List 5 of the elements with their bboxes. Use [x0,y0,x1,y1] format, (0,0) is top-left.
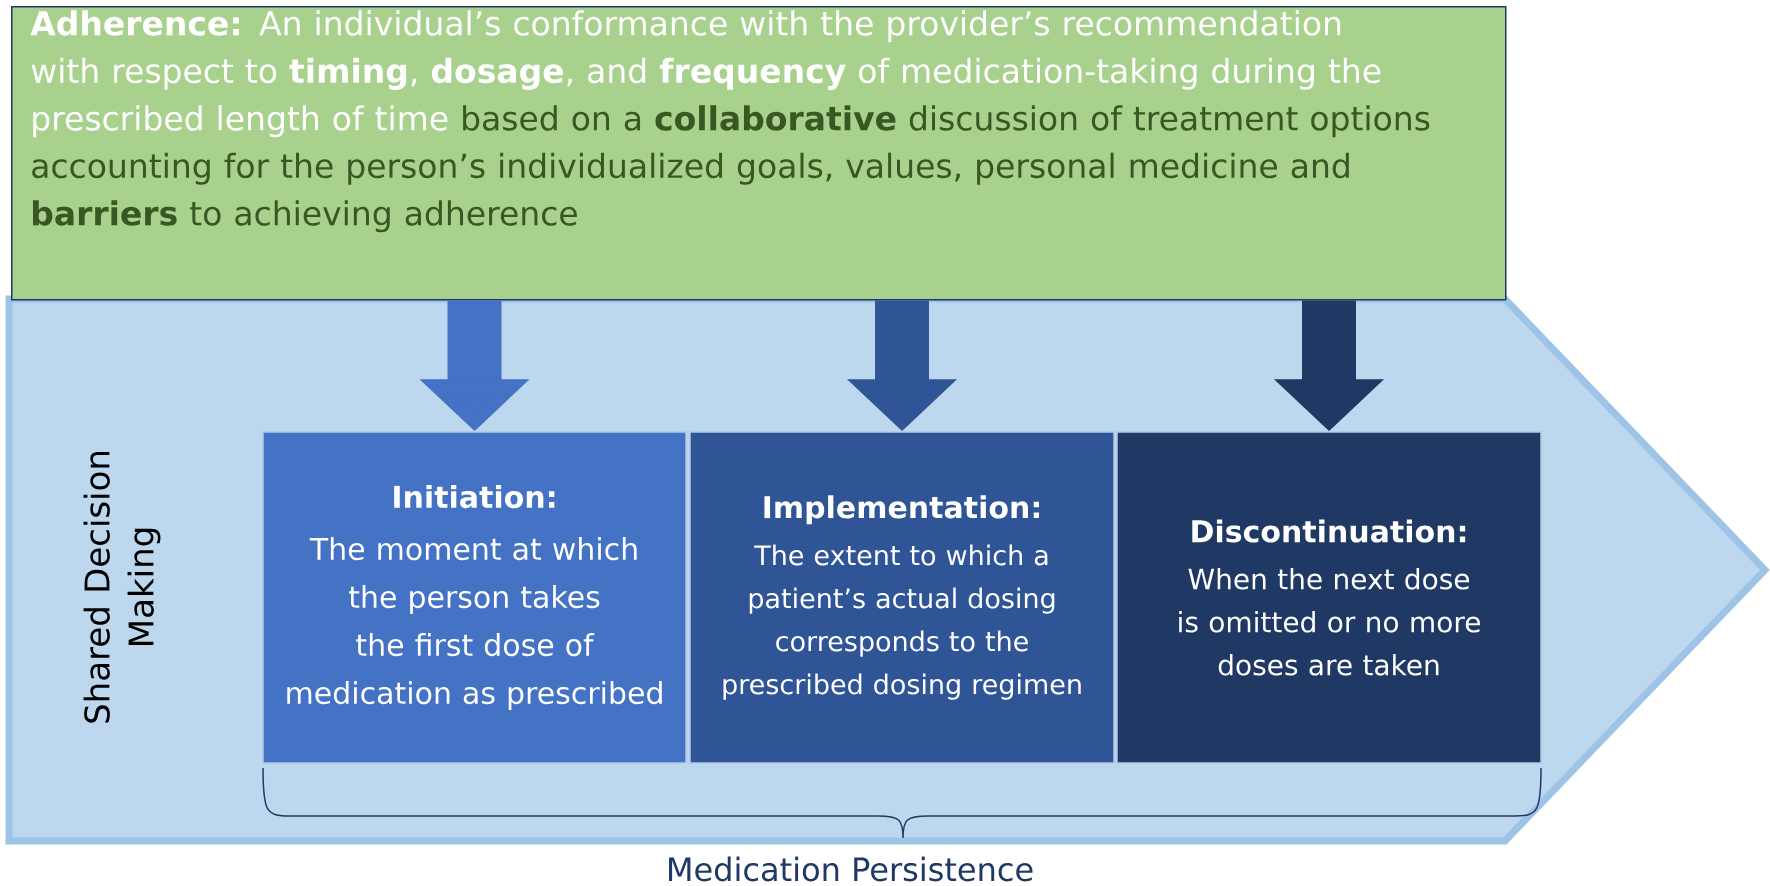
phase-box: Implementation: The extent to which a patient’s actual dosing corresponds to the prescribed dosing regimen [689,431,1115,764]
definition-box: Adherence: An individual’s conformance with the provider’s recommendation with respect to timing, dosage, and frequency of medication-taking during the prescribed length of time based on a collaborative discussion of treatment options accounting for the person’s individualized goals, values, personal medicine and barriers to achieving adherence [11,6,1507,301]
phase-box: Initiation: The moment at which the person takes the first dose of medication as prescribed [262,431,687,764]
phase-box: Discontinuation: When the next dose is omitted or no more doses are taken [1116,431,1542,764]
brace-label: Medication Persistence [669,856,1033,882]
